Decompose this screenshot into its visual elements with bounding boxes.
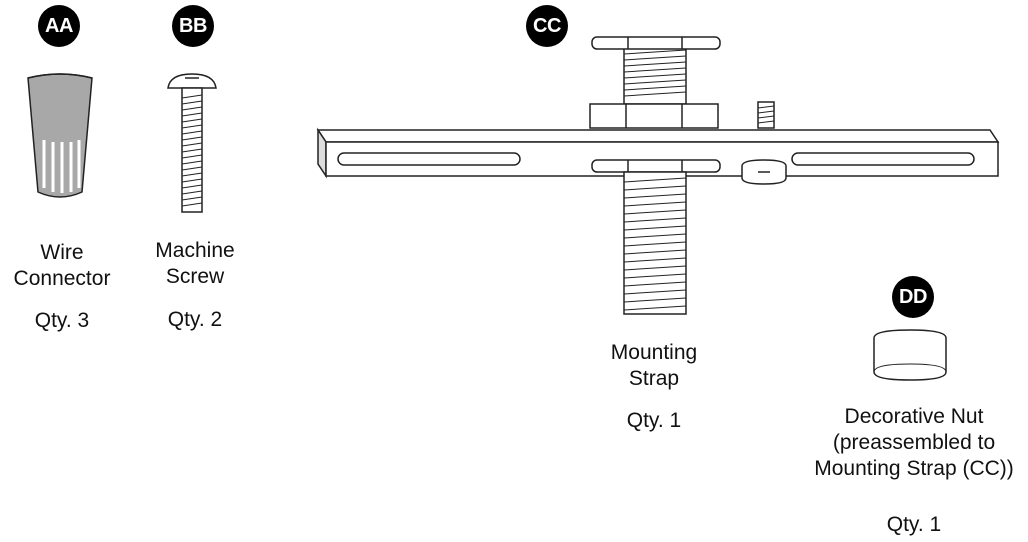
label-line: Mounting Strap (CC))	[814, 457, 1014, 480]
label-line: Mounting	[610, 341, 698, 364]
decorative-nut-label: Decorative Nut (preassembled to Mounting…	[800, 404, 1028, 482]
mounting-strap-qty: Qty. 1	[626, 409, 682, 432]
label-line: (preassembled to	[832, 431, 996, 454]
label-line: Wire	[40, 241, 84, 264]
wire-connector-label: Wire Connector	[0, 240, 124, 292]
part-badge-bb: BB	[172, 5, 214, 47]
part-badge-dd: DD	[892, 276, 934, 318]
machine-screw-qty: Qty. 2	[167, 308, 223, 331]
label-line: Screw	[165, 265, 225, 288]
label-line: Machine	[155, 239, 235, 262]
part-badge-aa: AA	[38, 5, 80, 47]
wire-connector-drawing	[27, 73, 93, 198]
decorative-nut-drawing	[873, 329, 947, 381]
wire-connector-qty: Qty. 3	[34, 309, 90, 332]
mounting-strap-label: Mounting Strap	[594, 340, 714, 392]
machine-screw-drawing	[167, 73, 217, 213]
decorative-nut-qty: Qty. 1	[886, 513, 942, 536]
machine-screw-label: Machine Screw	[135, 238, 255, 290]
part-badge-cc: CC	[526, 5, 568, 47]
label-line: Connector	[13, 267, 111, 290]
label-line: Decorative Nut	[844, 405, 984, 428]
label-line: Strap	[628, 367, 680, 390]
mounting-strap-drawing	[316, 36, 1000, 315]
